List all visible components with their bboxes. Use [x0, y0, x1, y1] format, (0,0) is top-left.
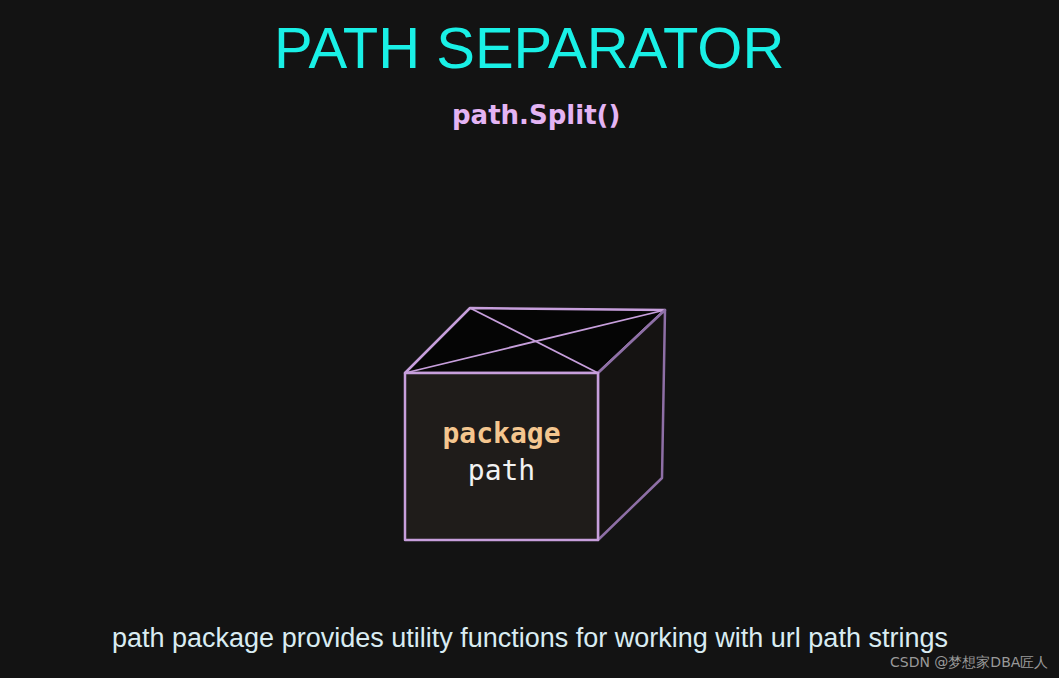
box-front-face: [405, 373, 598, 540]
title: PATH SEPARATOR: [274, 19, 784, 77]
box-top-cross: [470, 308, 598, 373]
function-name: path.Split(): [452, 101, 620, 130]
package-name: path: [468, 453, 535, 489]
watermark: CSDN @梦想家DBA匠人: [890, 655, 1048, 670]
package-box: packagepath: [405, 373, 598, 540]
package-keyword: package: [442, 416, 560, 452]
box-side-face: [598, 310, 665, 540]
caption: path package provides utility functions …: [112, 624, 948, 654]
